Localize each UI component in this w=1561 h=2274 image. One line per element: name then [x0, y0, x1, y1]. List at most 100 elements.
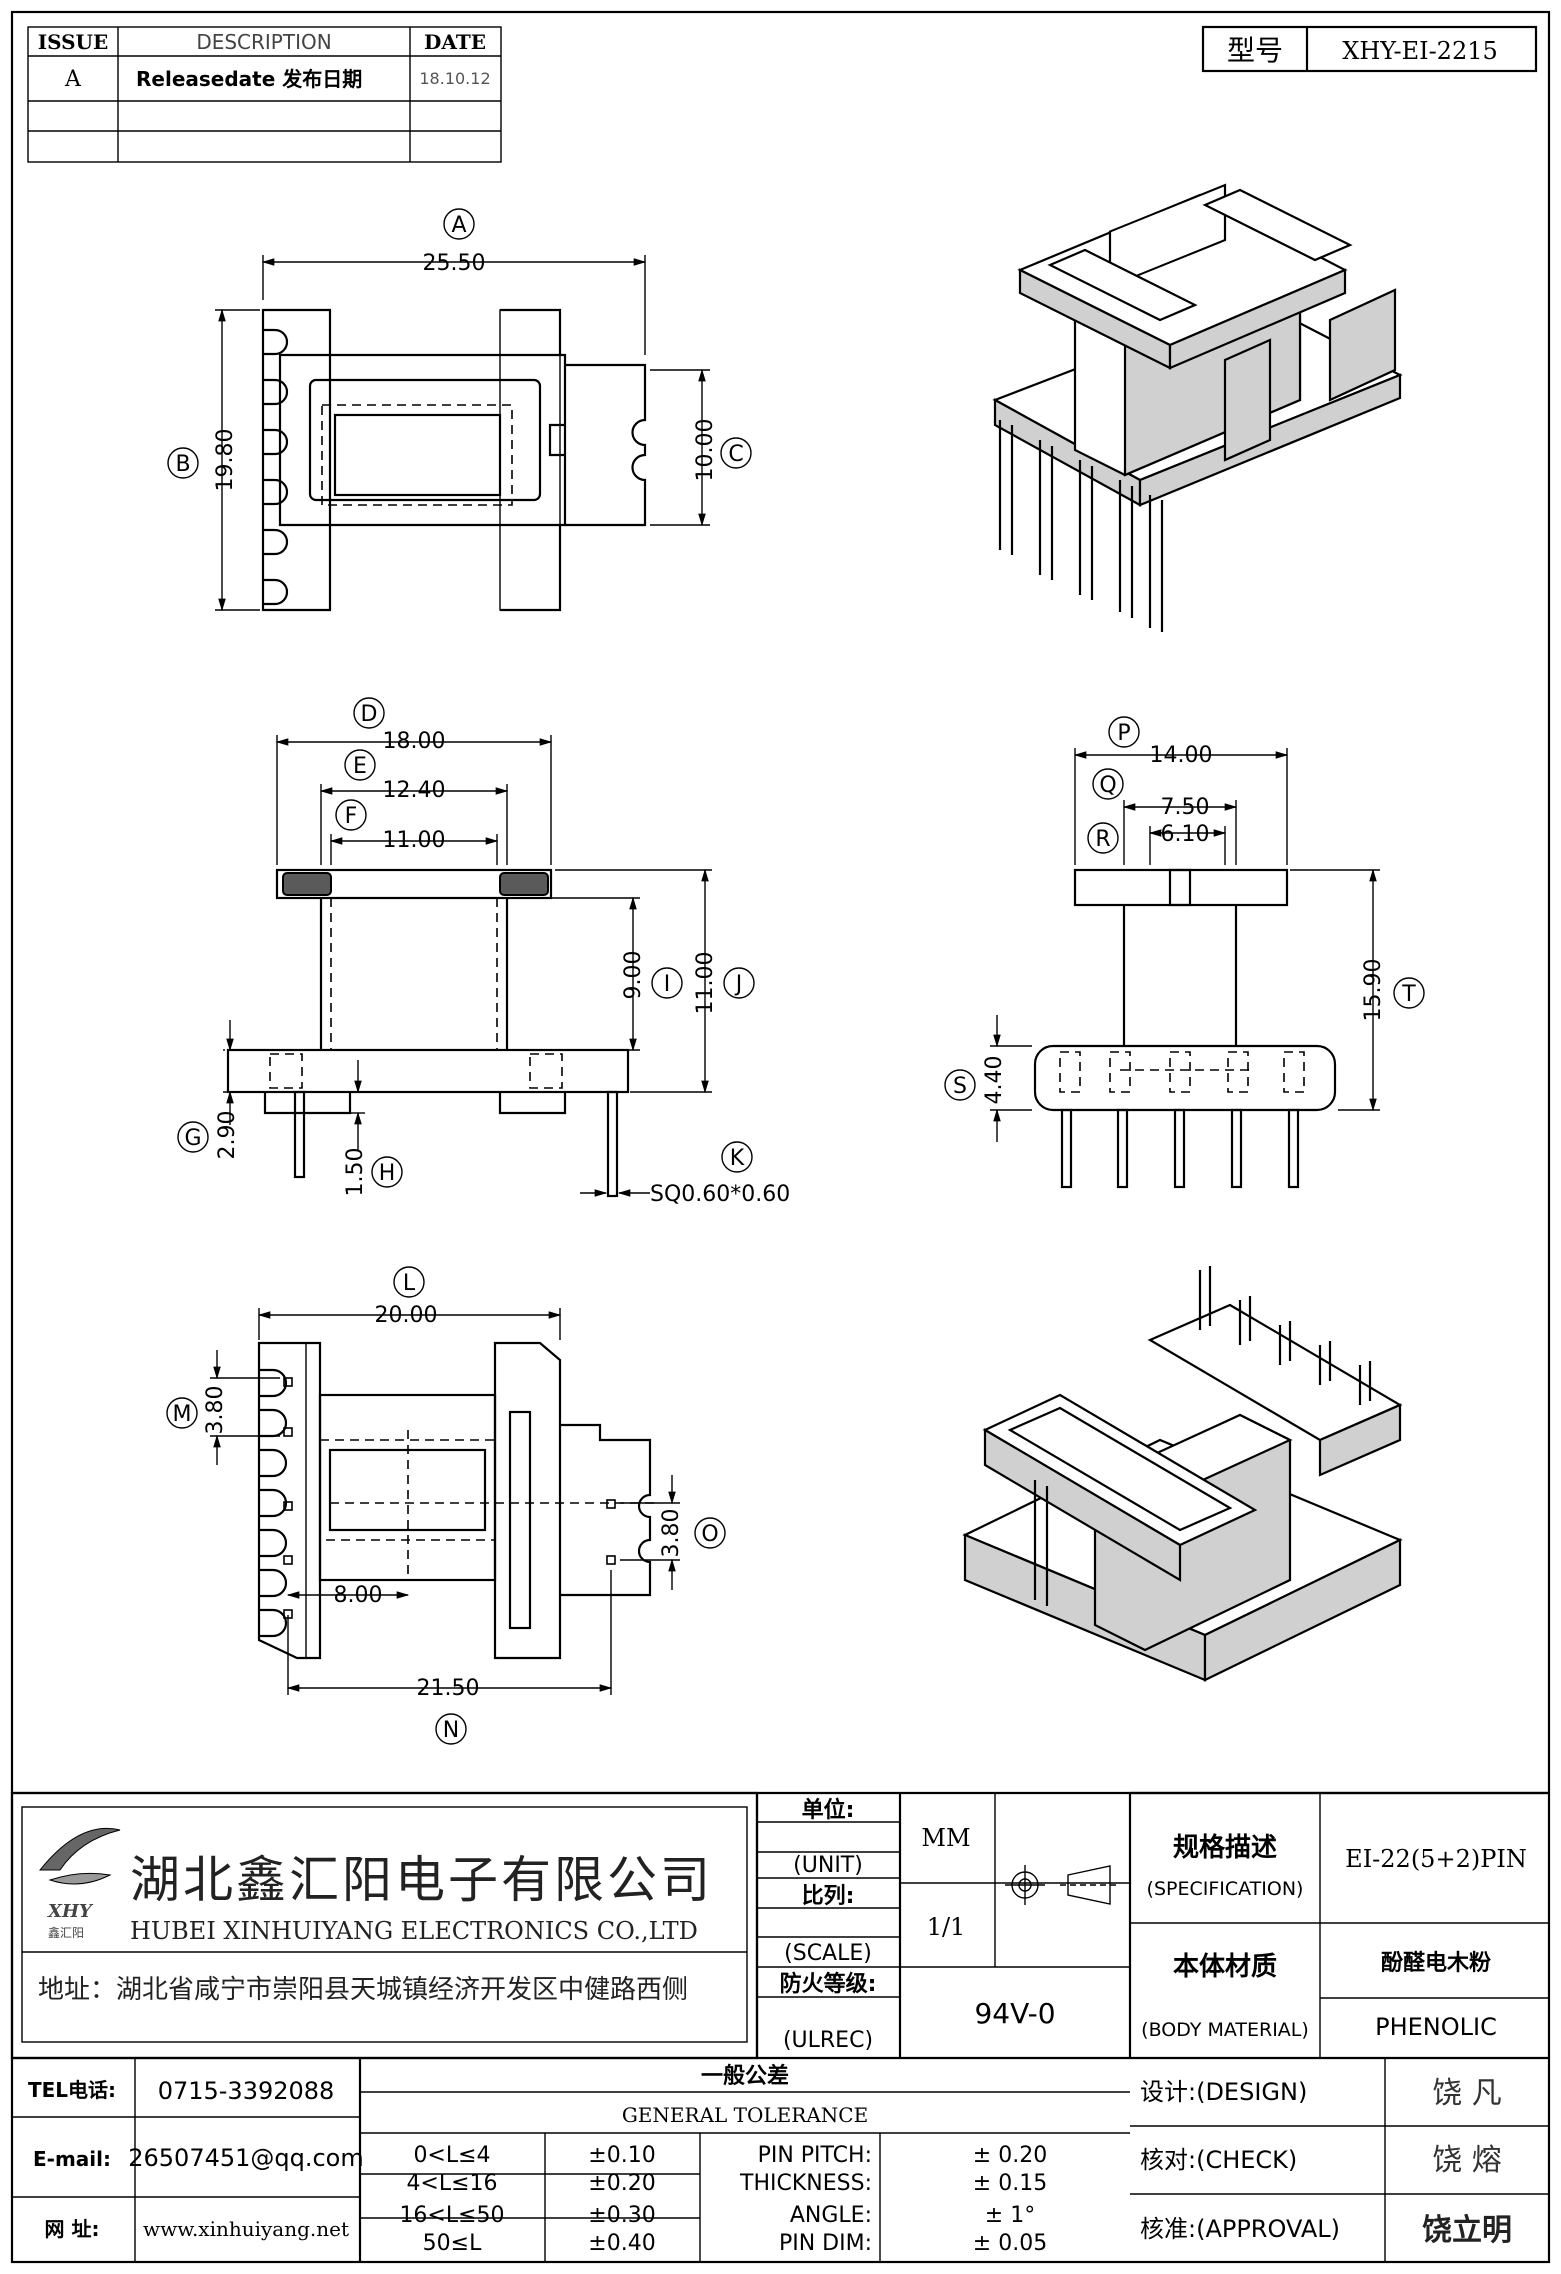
- side-view: 14.00 P 7.50 Q 6.10 R 15.90 T 4.40 S: [944, 716, 1425, 1189]
- tolerance-title-en: GENERAL TOLERANCE: [622, 2103, 868, 2127]
- dim-R-value: 6.10: [1161, 822, 1210, 847]
- tolerance-other-label: PIN PITCH:: [758, 2143, 872, 2168]
- dim-A-letter: A: [451, 213, 466, 238]
- approval-label: 核准:(APPROVAL): [1140, 2215, 1340, 2243]
- dim-N-letter: N: [443, 1718, 459, 1743]
- dim-K-letter: K: [730, 1146, 745, 1171]
- isometric-view-bottom: [962, 1266, 1403, 1682]
- tolerance-title-cn: 一般公差: [701, 2063, 789, 2089]
- web-value: www.xinhuiyang.net: [143, 2217, 349, 2241]
- dim-N-value: 21.50: [417, 1676, 480, 1701]
- dim-A-value: 25.50: [423, 251, 486, 276]
- dim-Q-value: 7.50: [1161, 795, 1210, 820]
- tolerance-range: 16<L≤50: [399, 2203, 504, 2228]
- dim-J-value: 11.00: [693, 952, 718, 1015]
- front-view: 18.00 D 12.40 E 11.00 F 9.00 I 11.00 J: [177, 697, 790, 1207]
- top-view: 25.50 A 19.80 B 10.00 C: [167, 208, 752, 612]
- design-name: 饶 凡: [1432, 2076, 1502, 2111]
- tolerance-other-label: ANGLE:: [790, 2203, 872, 2228]
- dim-P-value: 14.00: [1150, 743, 1213, 768]
- dim-E-value: 12.40: [383, 778, 446, 803]
- spec-value: EI-22(5+2)PIN: [1345, 1845, 1527, 1873]
- dim-H-value: 1.50: [343, 1148, 368, 1197]
- dim-L-value: 20.00: [375, 1303, 438, 1328]
- tolerance-value: ±0.10: [588, 2143, 655, 2168]
- tolerance-value: ±0.20: [588, 2171, 655, 2196]
- material-label: 本体材质: [1173, 1952, 1277, 1982]
- ul-label: 防火等级:: [780, 1971, 877, 1997]
- description-header: DESCRIPTION: [196, 30, 331, 54]
- material-value-en: PHENOLIC: [1375, 2013, 1497, 2041]
- dim-I-letter: I: [664, 972, 671, 997]
- dim-B-value: 19.80: [213, 429, 238, 492]
- dim-R-letter: R: [1095, 827, 1110, 852]
- dim-S-value: 4.40: [982, 1056, 1007, 1105]
- title-block: XHY 鑫汇阳 湖北鑫汇阳电子有限公司 HUBEI XINHUIYANG ELE…: [10, 1791, 1549, 2262]
- tolerance-range: 0<L≤4: [413, 2143, 490, 2168]
- isometric-view-top: [992, 183, 1403, 632]
- issue-header: ISSUE: [38, 30, 109, 54]
- tolerance-other-label: THICKNESS:: [739, 2171, 872, 2196]
- dim-H-letter: H: [379, 1161, 396, 1186]
- dim-G-letter: G: [184, 1126, 201, 1151]
- dim-Q-letter: Q: [1099, 773, 1116, 798]
- dim-M-value: 3.80: [203, 1386, 228, 1435]
- dim-O-value: 3.80: [659, 1509, 684, 1558]
- material-value-cn: 酚醛电木粉: [1381, 1951, 1491, 1976]
- model-box: 型号 XHY-EI-2215: [1201, 25, 1538, 73]
- bottom-view: 20.00 L 3.80 M 3.80 O 8.00 21.50 N: [166, 1266, 726, 1745]
- unit-label: 单位:: [802, 1797, 855, 1823]
- dim-B-letter: B: [175, 452, 190, 477]
- tel-value: 0715-3392088: [158, 2077, 335, 2105]
- revision-table: ISSUE DESCRIPTION DATE A Releasedate 发布日…: [27, 26, 502, 163]
- company-name-cn: 湖北鑫汇阳电子有限公司: [130, 1851, 713, 1909]
- tolerance-value: ±0.30: [588, 2203, 655, 2228]
- dim-C-value: 10.00: [693, 419, 718, 482]
- tolerance-other-value: ± 0.05: [973, 2231, 1047, 2256]
- dim-I-value: 9.00: [621, 951, 646, 1000]
- description-cell: Releasedate 发布日期: [136, 67, 362, 91]
- email-label: E-mail:: [33, 2147, 111, 2171]
- approval-name: 饶立明: [1422, 2213, 1512, 2248]
- design-label: 设计:(DESIGN): [1140, 2078, 1307, 2106]
- dim-C-letter: C: [728, 442, 743, 467]
- company-name-en: HUBEI XINHUIYANG ELECTRONICS CO.,LTD: [130, 1917, 698, 1945]
- check-name: 饶 熔: [1432, 2143, 1502, 2178]
- date-header: DATE: [424, 30, 486, 54]
- sheet-border: [10, 10, 1551, 2264]
- dim-T-letter: T: [1401, 982, 1416, 1007]
- tolerance-other-value: ± 0.20: [973, 2143, 1047, 2168]
- email-value: 26507451@qq.com: [128, 2144, 364, 2172]
- unit-label-en: (UNIT): [793, 1853, 863, 1878]
- check-label: 核对:(CHECK): [1140, 2146, 1297, 2174]
- dim-M-letter: M: [173, 1402, 192, 1427]
- dim-F-value: 11.00: [383, 828, 446, 853]
- spec-label: 规格描述: [1173, 1832, 1277, 1863]
- scale-label: 比列:: [802, 1884, 855, 1909]
- dim-D-letter: D: [361, 702, 378, 727]
- unit-value: MM: [921, 1824, 970, 1852]
- tolerance-other-label: PIN DIM:: [779, 2231, 872, 2256]
- model-label: 型号: [1227, 34, 1283, 67]
- material-label-en: (BODY MATERIAL): [1141, 2019, 1309, 2041]
- ul-label-en: (ULREC): [783, 2028, 873, 2053]
- issue-cell: A: [64, 67, 82, 92]
- dim-P-letter: P: [1117, 721, 1130, 746]
- dim-F-letter: F: [345, 804, 358, 829]
- projection-symbol-icon: [1005, 1865, 1118, 1905]
- tolerance-value: ±0.40: [588, 2231, 655, 2256]
- tolerance-range: 4<L≤16: [406, 2171, 497, 2196]
- logo-text: XHY: [47, 1901, 94, 1922]
- tolerance-other-value: ± 1°: [985, 2203, 1035, 2228]
- ul-value: 94V-0: [974, 1997, 1055, 2030]
- dim-8-value: 8.00: [334, 1583, 383, 1608]
- dim-T-value: 15.90: [1361, 959, 1386, 1022]
- dim-K-value: SQ0.60*0.60: [650, 1182, 790, 1207]
- dim-O-letter: O: [701, 1522, 718, 1547]
- tolerance-range: 50≤L: [423, 2231, 482, 2256]
- scale-value: 1/1: [927, 1913, 966, 1941]
- dim-J-letter: J: [734, 972, 743, 997]
- company-logo: XHY 鑫汇阳: [38, 1827, 121, 1940]
- tel-label: TEL电话:: [28, 2078, 116, 2102]
